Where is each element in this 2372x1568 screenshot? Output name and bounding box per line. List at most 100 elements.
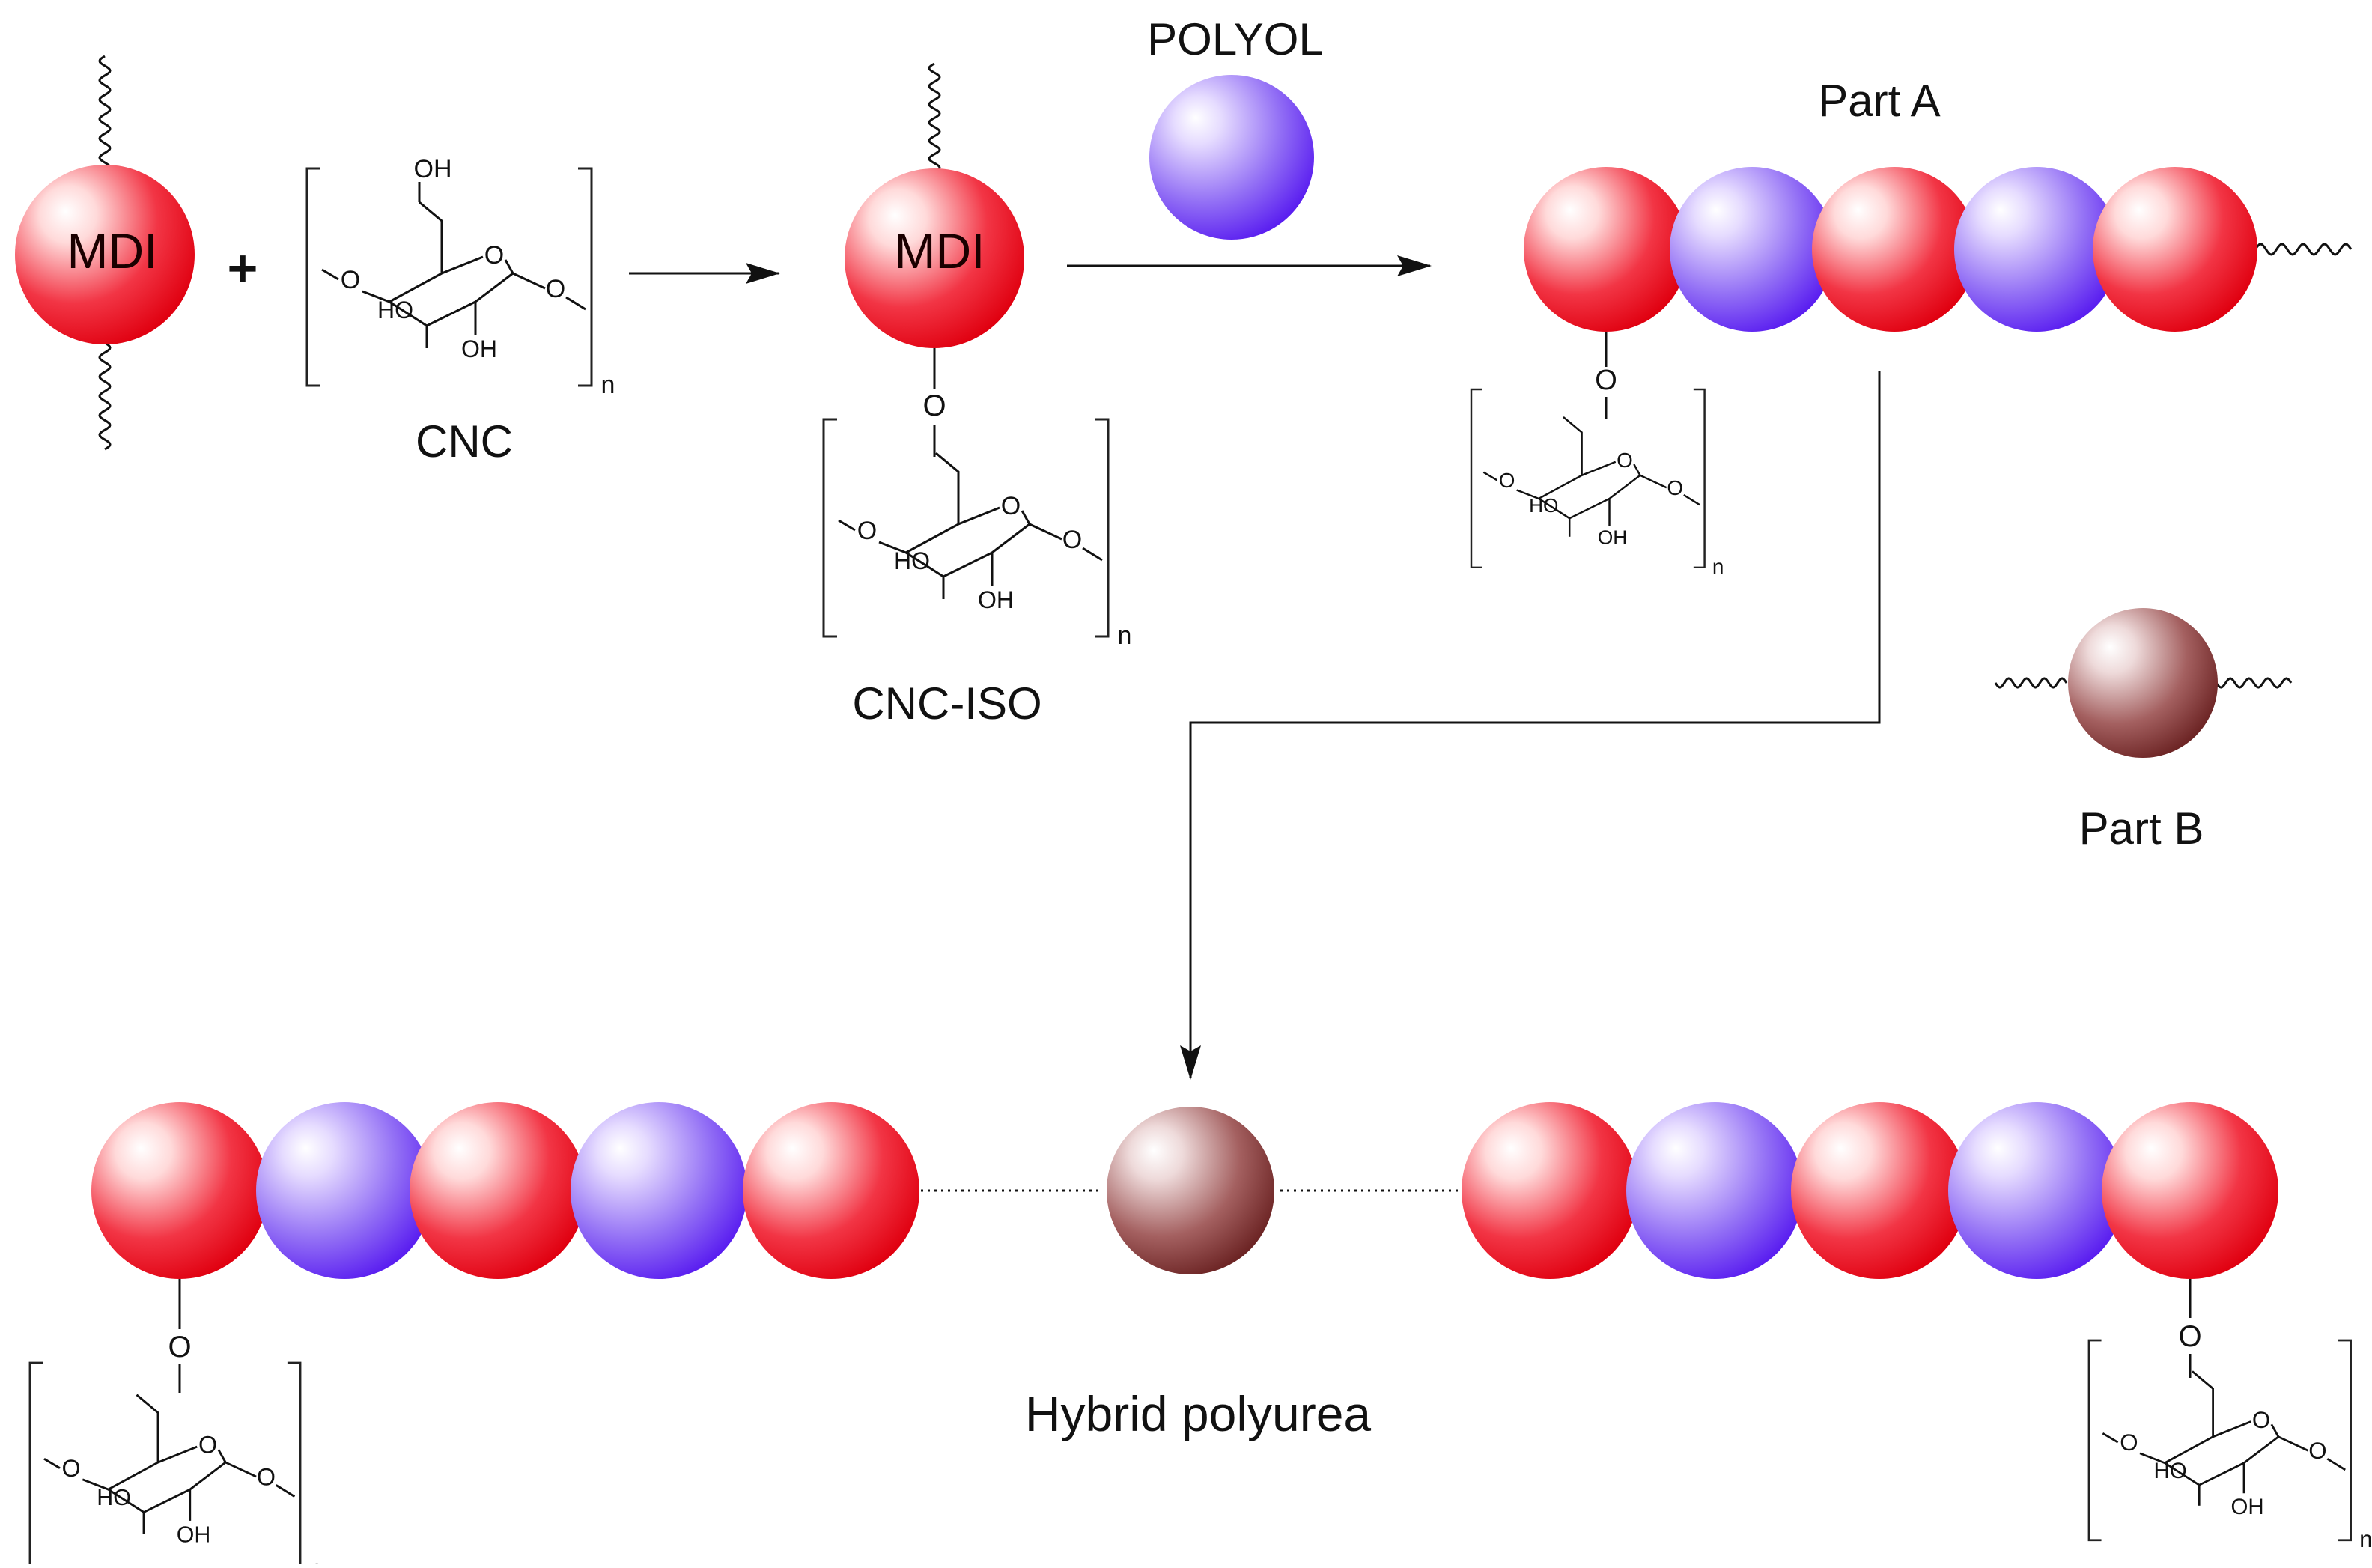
hybrid-right-sphere-4 [1948, 1102, 2125, 1279]
right-glycosidic-oxygen: O [257, 1463, 276, 1490]
mdi-label-1: MDI [67, 223, 158, 279]
mdi-1-bottom-chain [98, 332, 112, 451]
right-glycosidic-oxygen: O [1062, 526, 1082, 554]
hybrid-right-sphere-2 [1626, 1102, 1803, 1279]
ring-oxygen: O [198, 1432, 217, 1459]
ring-bond [1021, 510, 1031, 525]
left-bracket [2087, 1339, 2102, 1542]
mdi-label-2: MDI [894, 223, 985, 279]
ring-bond [2270, 1423, 2280, 1438]
n-subscript: n [601, 371, 615, 399]
part-b-label: Part B [2078, 803, 2204, 854]
top-oh: OH [414, 155, 452, 183]
part-b-left-chain [1994, 677, 2068, 689]
chain-bond [878, 541, 907, 554]
ring-bond [1538, 474, 1641, 520]
ring-bond [905, 506, 1000, 554]
right-glycosidic-oxygen: O [2308, 1438, 2326, 1464]
chain-bond [225, 1461, 257, 1478]
part-a-link-oxygen: O [1595, 365, 1617, 396]
chain-bond [565, 296, 586, 311]
left-glycosidic-oxygen: O [1499, 469, 1515, 492]
part-b-sphere [2068, 608, 2218, 758]
mdi-2-top-chain [928, 62, 941, 174]
hybrid-left-sphere-5 [743, 1102, 919, 1279]
n-subscript: n [2359, 1526, 2372, 1552]
ch2-bond [419, 201, 443, 273]
ring-oxygen: O [2252, 1407, 2270, 1433]
chain-bond [2278, 1435, 2309, 1452]
chain-bond [2326, 1458, 2346, 1471]
chain-bond [43, 1458, 61, 1469]
hybrid-polyurea-label: Hybrid polyurea [1024, 1386, 1372, 1441]
mdi-sphere-2 [845, 168, 1024, 348]
hybrid-right-link-oxygen: O [2178, 1320, 2201, 1353]
cnc-monomer: O O O HO OH OH n [305, 155, 615, 399]
chain-bond [1639, 474, 1667, 489]
chain-bond [321, 268, 339, 281]
left-bracket [305, 167, 320, 387]
right-bracket [2338, 1339, 2352, 1542]
hybrid-left-sphere-3 [410, 1102, 586, 1279]
ho-substituent: HO [97, 1485, 131, 1510]
cnc-iso-link-oxygen: O [922, 389, 946, 422]
left-glycosidic-oxygen: O [341, 266, 360, 294]
ho-substituent: HO [2153, 1459, 2186, 1483]
plus-sign: + [227, 239, 258, 297]
part-a-chain-end [2243, 243, 2353, 256]
cnc-iso-label: CNC-ISO [852, 678, 1042, 729]
hybrid-right-sphere-3 [1791, 1102, 1968, 1279]
left-glycosidic-oxygen: O [62, 1455, 81, 1482]
left-bracket [822, 418, 837, 638]
right-bracket [578, 167, 593, 387]
right-glycosidic-oxygen: O [546, 275, 565, 303]
hybrid-right-sphere-1 [1462, 1102, 1638, 1279]
left-glycosidic-oxygen: O [857, 517, 877, 545]
hybrid-right-cnc-unit: O O O HO OH n [2087, 1339, 2372, 1552]
ho-substituent: HO [894, 547, 930, 574]
chain-bond [2139, 1452, 2165, 1465]
ring-bond [389, 272, 514, 327]
oh-substituent: OH [177, 1522, 211, 1547]
ring-bond [504, 259, 514, 274]
ring-bond [217, 1449, 227, 1463]
cnc-label: CNC [416, 416, 513, 467]
oh-substituent: OH [461, 335, 497, 362]
ho-substituent: HO [1529, 494, 1558, 517]
hybrid-center-sphere [1107, 1107, 1274, 1274]
part-a-sphere-5 [2093, 167, 2257, 332]
ch2-bond [935, 452, 960, 524]
ring-bond [1633, 464, 1641, 476]
ch2-bond [2192, 1370, 2214, 1437]
hybrid-left-sphere-2 [256, 1102, 433, 1279]
ho-substituent: HO [377, 297, 413, 323]
chain-bond [1482, 471, 1498, 481]
oh-substituent: OH [978, 586, 1014, 613]
chain-bond [512, 272, 546, 290]
ch2-bond [136, 1394, 159, 1463]
chain-bond [1516, 489, 1539, 500]
part-a-sphere-2 [1670, 167, 1834, 332]
part-b-right-chain [2215, 677, 2293, 689]
oh-substituent: OH [2231, 1495, 2264, 1519]
ring-oxygen: O [1617, 449, 1633, 472]
left-glycosidic-oxygen: O [2120, 1429, 2138, 1456]
hybrid-left-sphere-4 [571, 1102, 747, 1279]
chain-bond [1683, 493, 1700, 506]
part-a-label: Part A [1818, 76, 1941, 126]
ch2-bond [1563, 416, 1583, 475]
ring-bond [107, 1445, 198, 1491]
polyol-label: POLYOL [1147, 14, 1324, 64]
right-bracket [1693, 388, 1706, 569]
polyol-sphere [1149, 75, 1314, 240]
ring-bond [107, 1461, 227, 1514]
chain-bond [82, 1478, 109, 1491]
right-glycosidic-oxygen: O [1667, 476, 1683, 499]
left-bracket [28, 1361, 43, 1568]
ring-oxygen: O [484, 241, 504, 270]
part-a-sphere-3 [1812, 167, 1977, 332]
